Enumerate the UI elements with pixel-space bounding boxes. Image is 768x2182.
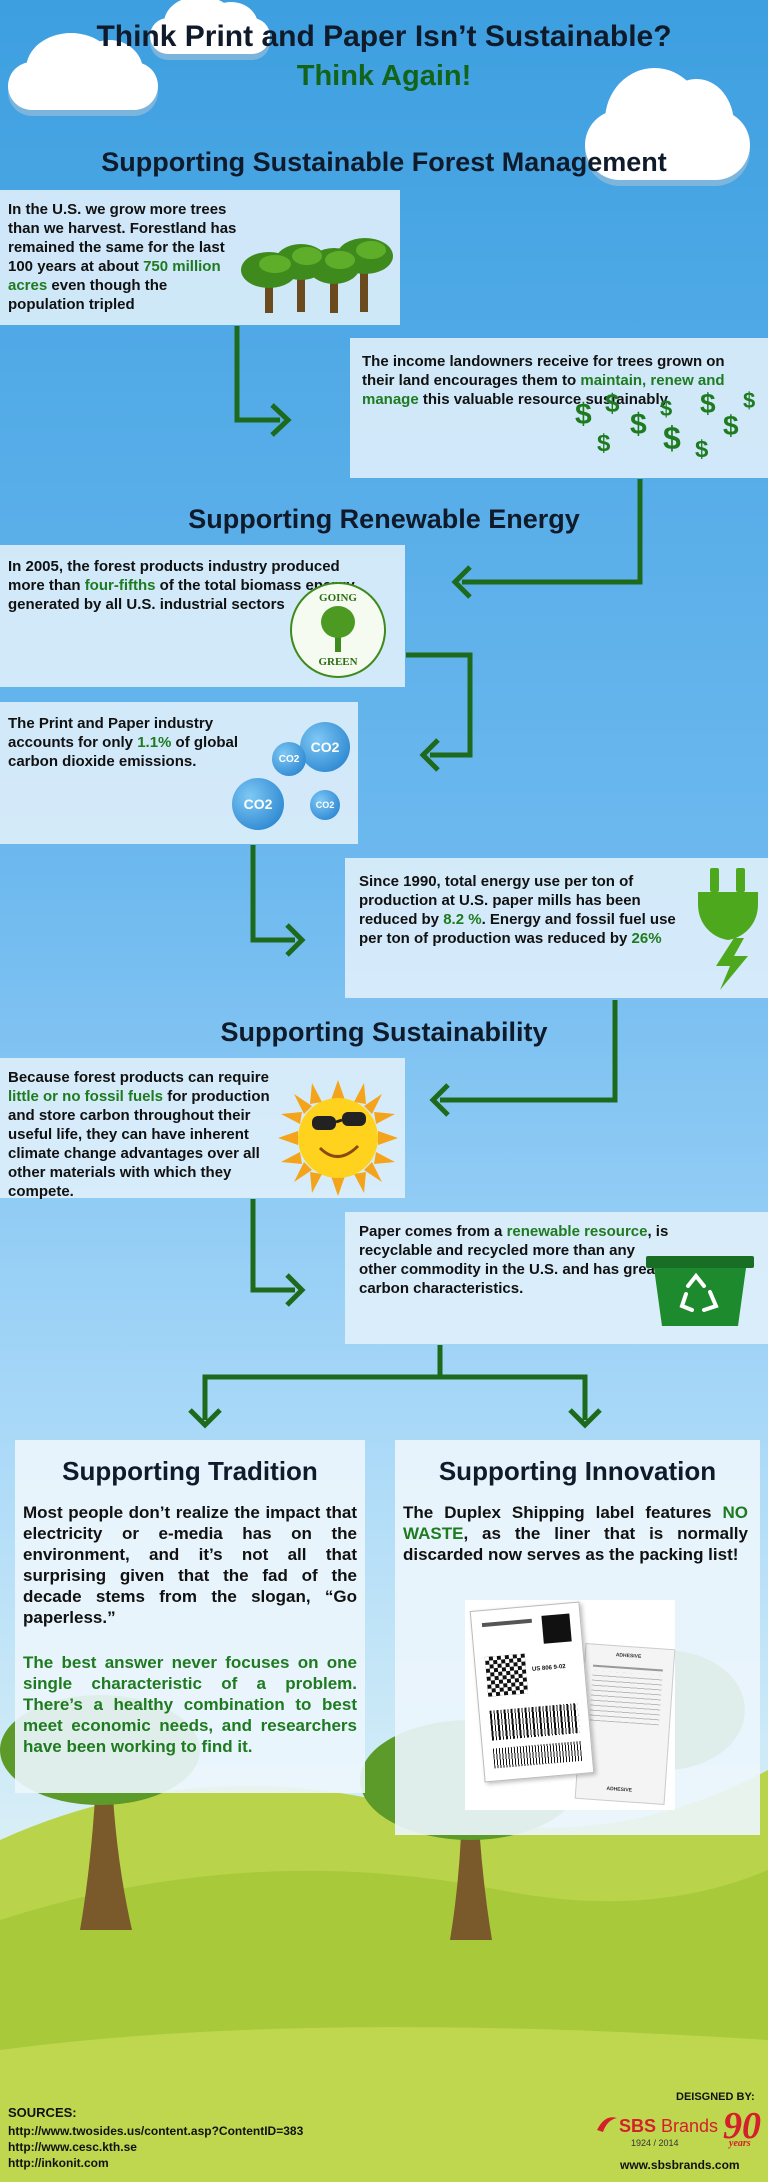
- dollar-icon: $: [630, 408, 647, 441]
- section-title-sustainability: Supporting Sustainability: [220, 1017, 548, 1047]
- trees-icon: [241, 238, 393, 313]
- dollar-icons: $ $ $ $ $ $ $ $ $ $: [575, 388, 765, 473]
- sbs-swoosh-icon: [597, 2117, 617, 2132]
- fact-box-income: The income landowners receive for trees …: [350, 338, 768, 478]
- fact-text: In 2005, the forest products industry pr…: [8, 558, 355, 613]
- section-title-innovation: Supporting Innovation: [438, 1456, 717, 1486]
- website-link[interactable]: www.sbsbrands.com: [620, 2158, 740, 2172]
- sun-icon: [278, 1080, 398, 1196]
- source-link[interactable]: http://inkonit.com: [8, 2156, 109, 2170]
- fact-box-fossil-fuels: Because forest products can require litt…: [0, 1058, 405, 1200]
- fact-box-renewable: Paper comes from a renewable resource, i…: [345, 1212, 768, 1344]
- section-title-forest: Supporting Sustainable Forest Management: [101, 147, 667, 177]
- co2-bubble-icon: CO2: [232, 778, 284, 830]
- innovation-panel: Supporting Innovation The Duplex Shippin…: [395, 1440, 760, 1835]
- cloud: [150, 0, 270, 54]
- dollar-icon: $: [575, 398, 592, 431]
- fact-text: The income landowners receive for trees …: [362, 353, 725, 408]
- dollar-icon: $: [660, 396, 673, 421]
- shipping-label-image: ADHESIVE ADHESIVE US 806 9-02: [465, 1600, 676, 1810]
- fact-text: In the U.S. we grow more trees than we h…: [8, 201, 237, 313]
- fact-box-co2: The Print and Paper industry accounts fo…: [0, 702, 358, 844]
- dollar-icon: $: [743, 388, 756, 413]
- dollar-icon: $: [597, 430, 611, 457]
- dollar-icon: $: [663, 420, 681, 456]
- source-link[interactable]: http://www.twosides.us/content.asp?Conte…: [8, 2124, 304, 2138]
- fact-text: Because forest products can require litt…: [8, 1069, 270, 1200]
- section-title-tradition: Supporting Tradition: [62, 1456, 318, 1486]
- dollar-icon: $: [723, 410, 739, 441]
- tradition-text: Most people don’t realize the impact tha…: [23, 1503, 357, 1627]
- dollar-icon: $: [700, 388, 716, 419]
- header: Think Print and Paper Isn’t Sustainable?…: [0, 20, 768, 93]
- fact-text: The Print and Paper industry accounts fo…: [8, 715, 239, 770]
- cloud: [8, 33, 158, 110]
- designed-by-label: DEISGNED BY:: [676, 2091, 755, 2103]
- recycle-bin-icon: [646, 1256, 754, 1326]
- fact-text: Paper comes from a renewable resource, i…: [359, 1223, 669, 1297]
- page-title: Think Print and Paper Isn’t Sustainable?: [96, 20, 672, 53]
- cloud: [585, 68, 750, 180]
- flow-arrows: [188, 326, 643, 1429]
- fact-text: Since 1990, total energy use per ton of …: [359, 873, 676, 947]
- going-green-icon: GOING GREEN: [290, 582, 386, 678]
- fact-box-forest: In the U.S. we grow more trees than we h…: [0, 190, 400, 325]
- plug-icon: [698, 868, 758, 990]
- co2-bubble-icon: CO2: [310, 790, 340, 820]
- section-title-energy: Supporting Renewable Energy: [188, 504, 580, 534]
- sbs-brands-logo: SBS Brands 1924 / 2014 90 years: [595, 2105, 765, 2152]
- tradition-panel: Supporting Tradition Most people don’t r…: [15, 1440, 365, 1793]
- tree-icon: [321, 606, 355, 652]
- co2-bubble-icon: CO2: [300, 722, 350, 772]
- shipping-label: US 806 9-02: [469, 1601, 595, 1783]
- fact-box-energy-use: Since 1990, total energy use per ton of …: [345, 858, 768, 998]
- innovation-text: The Duplex Shipping label features NO WA…: [403, 1503, 748, 1564]
- source-link[interactable]: http://www.cesc.kth.se: [8, 2140, 137, 2154]
- fact-box-biomass: In 2005, the forest products industry pr…: [0, 545, 405, 687]
- dollar-icon: $: [605, 388, 620, 418]
- co2-bubble-icon: CO2: [272, 742, 306, 776]
- sources-title: SOURCES:: [8, 2105, 77, 2120]
- tradition-highlight-text: The best answer never focuses on one sin…: [23, 1653, 357, 1756]
- dollar-icon: $: [695, 436, 709, 463]
- page-subtitle: Think Again!: [296, 60, 472, 92]
